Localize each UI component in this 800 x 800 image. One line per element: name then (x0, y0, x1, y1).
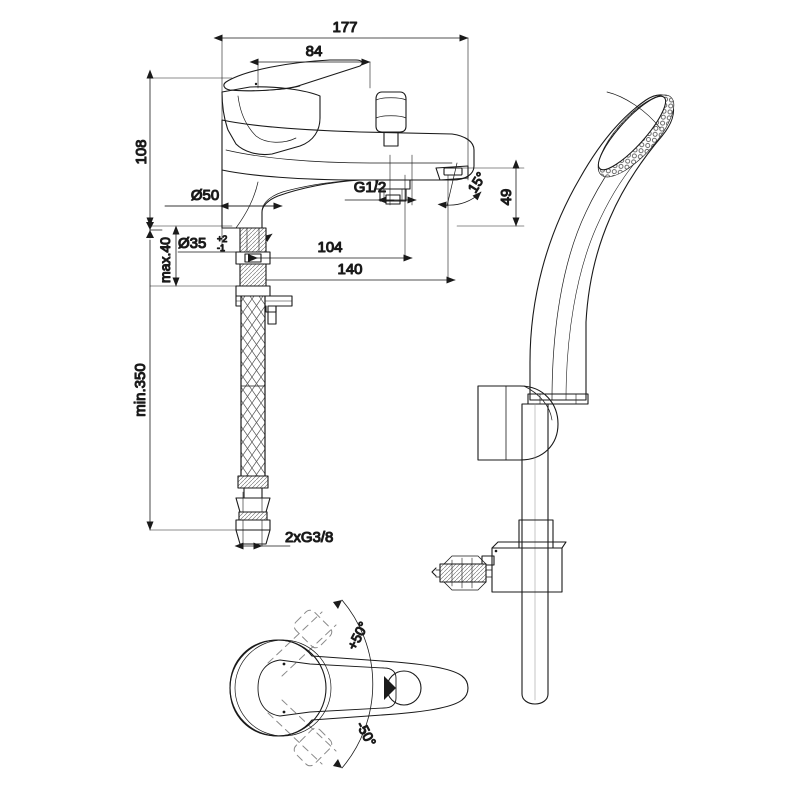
mixer-elevation (221, 59, 475, 229)
dimension-2xg38-label: 2xG3/8 (285, 529, 333, 546)
dimension-2xg38: 2xG3/8 (234, 528, 334, 550)
dimension-84-label: 84 (306, 43, 323, 60)
dimension-d35: Ø35 +2 -1 (177, 233, 273, 254)
dimension-d50: Ø50 (164, 186, 283, 210)
wall-bracket (491, 547, 563, 593)
supply-hose-assembly (235, 227, 293, 545)
shower-collar (527, 393, 589, 405)
angle-minus50-label: -50° (353, 718, 379, 748)
dimension-max40: max.40 (146, 221, 180, 287)
plan-spout-outline (229, 639, 469, 737)
dimension-140-label: 140 (337, 261, 362, 278)
spout-inner-curve (261, 179, 361, 213)
tap-shank (239, 227, 267, 253)
outlet-fitting (375, 179, 411, 205)
wall-bracket-top (491, 541, 567, 549)
dimension-108: 108 (132, 69, 154, 227)
hex-nut-2 (235, 529, 271, 545)
swivel-arc (341, 599, 374, 769)
shower-inner-line-2 (565, 145, 651, 401)
hose-ferrule-1 (237, 475, 269, 489)
plan-pivot-arrow (384, 676, 396, 700)
lever-handle (223, 59, 363, 92)
dimension-140: 140 (248, 260, 456, 284)
diverter-knob-grip (375, 97, 407, 119)
mixer-body (221, 119, 475, 181)
dimension-104: 104 (248, 238, 413, 262)
bracket-bolt (267, 305, 277, 325)
upper-washer-core (244, 253, 262, 263)
plug-flange-top (443, 555, 487, 565)
dimension-d50-label: Ø50 (191, 187, 219, 204)
diverter-stem (383, 131, 399, 147)
dimension-max40-label: max.40 (157, 237, 173, 283)
dimension-84: 84 (249, 42, 371, 66)
holder-curve-detail (523, 385, 553, 421)
hand-shower (527, 91, 675, 405)
mixer-body-crease (225, 149, 453, 164)
collar (235, 519, 271, 531)
slide-rail (521, 403, 549, 705)
slide-rail-assembly (431, 403, 567, 705)
dimension-g12: G1/2 (344, 178, 417, 204)
swivel-arc-arrow-bottom (333, 759, 342, 768)
cartridge-cap (221, 86, 321, 156)
cartridge-cap-crease (237, 95, 297, 143)
plan-screw-dot-bottom (282, 710, 286, 714)
bracket-screw-dot (494, 549, 498, 553)
screw-tip (431, 567, 437, 577)
diverter-knob (375, 91, 407, 133)
plan-screw-dot-top (282, 662, 286, 666)
plan-view: +50° -50° (229, 599, 469, 769)
dimension-177-label: 177 (332, 19, 357, 36)
spout-back-edge (235, 181, 259, 229)
plug-flange-bottom (443, 581, 487, 591)
shower-holder (477, 385, 559, 461)
dimension-49-label: 49 (498, 189, 515, 206)
dimension-d35-label: Ø35 (178, 235, 206, 252)
dimension-d35-tol-plus: +2 (217, 234, 227, 244)
dimension-min350: min.350 (131, 239, 154, 531)
lower-washer (235, 285, 271, 297)
plan-base-circle-inner (234, 639, 332, 737)
dimension-108-label: 108 (133, 139, 150, 164)
dimension-d35-tol-minus: -1 (217, 243, 225, 253)
extension-lines (149, 37, 525, 547)
plan-base-circle (229, 639, 327, 737)
wall-screw-anchor (431, 555, 493, 591)
hex-nut-1 (235, 497, 271, 513)
shower-face-rim (606, 91, 661, 129)
dimension-104-label: 104 (317, 239, 342, 256)
lever-detent-dot (254, 82, 258, 86)
swivel-ghost-positions (267, 609, 337, 767)
hose-neck (243, 487, 263, 499)
dimension-177: 177 (213, 18, 469, 42)
wall-plug (439, 563, 487, 583)
swivel-arc-arrow-top (333, 600, 342, 609)
shower-face-inner (597, 95, 667, 171)
holder-cradle (477, 385, 559, 461)
mid-stud (239, 263, 267, 287)
ferrule-2 (238, 511, 268, 521)
dimension-49: 49 (497, 159, 520, 227)
lever-underline (231, 85, 301, 92)
dimension-g12-label: G1/2 (354, 179, 387, 196)
diverter-outlet (435, 165, 469, 181)
dimension-min350-label: min.350 (132, 363, 149, 416)
